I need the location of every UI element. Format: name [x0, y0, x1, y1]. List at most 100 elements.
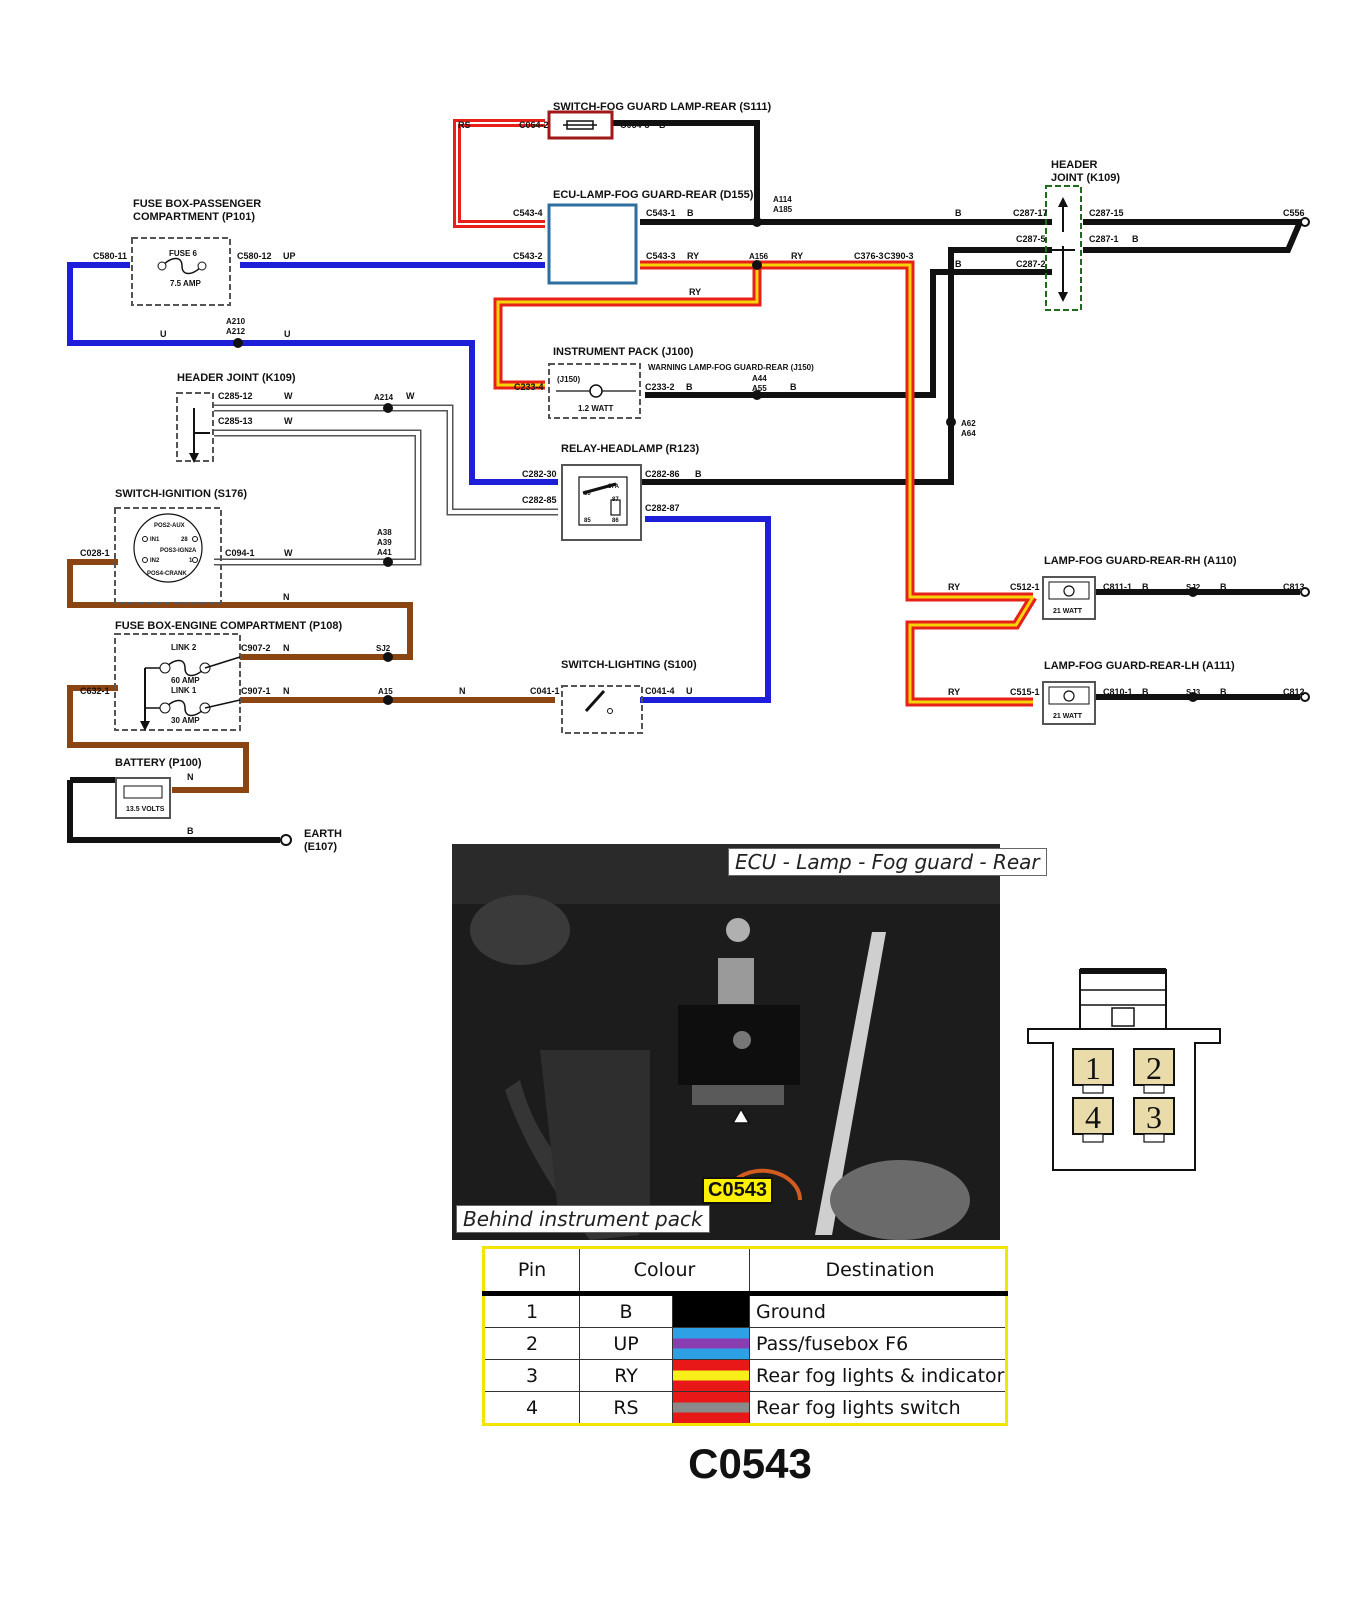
connector-pin-2: 2	[1146, 1050, 1162, 1086]
conn-c556: C556	[1283, 208, 1305, 218]
conn-c580-12: C580-12	[237, 251, 272, 261]
wire-code-b-13: B	[187, 826, 194, 836]
pin-destination: Rear fog lights switch	[749, 1391, 1007, 1425]
conn-c094-1: C094-1	[225, 548, 255, 558]
conn-c390-3: C390-3	[884, 251, 914, 261]
ecu-box	[547, 203, 638, 285]
conn-c543-3: C543-3	[646, 251, 676, 261]
wire-code-ry-2: RY	[791, 251, 803, 261]
label-fuse6-rating: 7.5 AMP	[170, 279, 201, 288]
wire-code-u-2: U	[284, 329, 291, 339]
splice-dots	[233, 217, 1198, 705]
connector-pin-3: 3	[1146, 1099, 1162, 1135]
wire-code-b-1: B	[659, 120, 666, 130]
conn-c282-87: C282-87	[645, 503, 680, 513]
conn-c580-11: C580-11	[93, 251, 127, 261]
label-earth-1: EARTH	[304, 828, 342, 840]
label-lamp-lh: LAMP-FOG GUARD-REAR-LH (A111)	[1044, 660, 1235, 672]
wire-code-rs: RS	[458, 120, 471, 130]
label-ign-pos3: POS3-IGN2A	[160, 548, 197, 554]
header-joint-right-box	[1045, 185, 1082, 311]
conn-c907-1: C907-1	[241, 686, 271, 696]
splice-a156: A156	[749, 252, 769, 261]
wire-code-b-9: B	[1142, 582, 1149, 592]
conn-c064-2: C064-2	[519, 120, 549, 130]
conn-c515-1: C515-1	[1010, 687, 1040, 697]
component-labels: SWITCH-FOG GUARD LAMP-REAR (S111) ECU-LA…	[115, 101, 1237, 853]
wire-code-w-1: W	[284, 391, 293, 401]
pin-table: Pin Colour Destination 1 B Ground 2 UP P…	[482, 1246, 1008, 1426]
wire-ry	[493, 260, 1037, 707]
label-relay-pin-87a: 87A	[608, 484, 620, 490]
wire-code-b-10: B	[1220, 582, 1227, 592]
label-link2-rating: 60 AMP	[171, 676, 200, 685]
conn-c282-30: C282-30	[522, 469, 557, 479]
colour-swatch	[672, 1327, 750, 1360]
label-relay-pin-87: 87	[612, 497, 619, 503]
label-relay-headlamp: RELAY-HEADLAMP (R123)	[561, 443, 699, 455]
wire-colour-code: RS	[579, 1391, 673, 1425]
label-switch-fog-rear: SWITCH-FOG GUARD LAMP-REAR (S111)	[553, 101, 772, 113]
table-row: 2 UP Pass/fusebox F6	[483, 1327, 1007, 1360]
label-ign-28: 28	[181, 537, 188, 543]
pin-number: 2	[483, 1327, 580, 1360]
connector-face: 1 2 4 3	[1027, 968, 1221, 1171]
label-link1-rating: 30 AMP	[171, 716, 200, 725]
conn-c041-1: C041-1	[530, 686, 560, 696]
conn-c543-1: C543-1	[646, 208, 676, 218]
label-switch-ignition: SWITCH-IGNITION (S176)	[115, 488, 247, 500]
label-header-joint-right-1: HEADER	[1051, 159, 1098, 171]
wire-code-b-3: B	[955, 208, 962, 218]
conn-c287-1: C287-1	[1089, 234, 1119, 244]
splice-a64: A64	[961, 429, 976, 438]
conn-c285-13: C285-13	[218, 416, 253, 426]
switch-ignition-box	[114, 507, 222, 604]
wire-code-ry-3: RY	[689, 287, 701, 297]
switch-fog-rear-box	[547, 110, 614, 140]
conn-c233-2: C233-2	[645, 382, 675, 392]
header-joint-left-box	[176, 392, 214, 463]
pin-number: 3	[483, 1359, 580, 1392]
conn-c287-15: C287-15	[1089, 208, 1124, 218]
label-earth-2: (E107)	[304, 841, 337, 853]
conn-c810-1: C810-1	[1103, 687, 1133, 697]
conn-c512-1: C512-1	[1010, 582, 1040, 592]
label-warning-lamp: WARNING LAMP-FOG GUARD-REAR (J150)	[648, 363, 814, 372]
conn-c813: C813	[1283, 582, 1305, 592]
label-ign-in2: IN2	[150, 558, 160, 564]
label-battery-voltage: 13.5 VOLTS	[126, 806, 165, 813]
connector-caption: C0543	[688, 1440, 812, 1487]
pin-table-header: Pin Colour Destination	[483, 1247, 1007, 1296]
conn-c041-4: C041-4	[645, 686, 675, 696]
wire-code-u-1: U	[160, 329, 167, 339]
wire-code-b-12: B	[1220, 687, 1227, 697]
wire-code-b-7: B	[790, 382, 797, 392]
conn-c543-4: C543-4	[513, 208, 543, 218]
wire-code-b-4: B	[1132, 234, 1139, 244]
instrument-pack-box	[548, 363, 641, 419]
table-row: 3 RY Rear fog lights & indicator	[483, 1359, 1007, 1392]
label-ign-1: 1	[189, 558, 193, 564]
splice-a212: A212	[226, 327, 246, 336]
splice-a210: A210	[226, 317, 246, 326]
splice-a38: A38	[377, 528, 392, 537]
relay-headlamp-box	[561, 464, 642, 541]
conn-c285-12: C285-12	[218, 391, 253, 401]
wire-code-n-5: N	[187, 772, 194, 782]
wire-code-w-2: W	[406, 391, 415, 401]
pin-destination: Rear fog lights & indicator	[749, 1359, 1007, 1392]
conn-c812: C812	[1283, 687, 1305, 697]
label-switch-lighting: SWITCH-LIGHTING (S100)	[561, 659, 697, 671]
wire-code-labels: RS B B B B B UP RY RY RY U U B B W W W B…	[160, 120, 1227, 836]
lamp-rh-box	[1042, 576, 1096, 620]
splice-a62: A62	[961, 419, 976, 428]
wire-code-u-3: U	[686, 686, 693, 696]
label-fuse6: FUSE 6	[169, 249, 198, 258]
wire-code-w-4: W	[284, 548, 293, 558]
pin-destination: Pass/fusebox F6	[749, 1327, 1007, 1360]
splice-a114: A114	[773, 195, 792, 204]
label-instrument-pack: INSTRUMENT PACK (J100)	[553, 346, 694, 358]
label-lamp-rh-watt: 21 WATT	[1053, 608, 1083, 615]
fuse-box-engine-box	[114, 633, 241, 731]
